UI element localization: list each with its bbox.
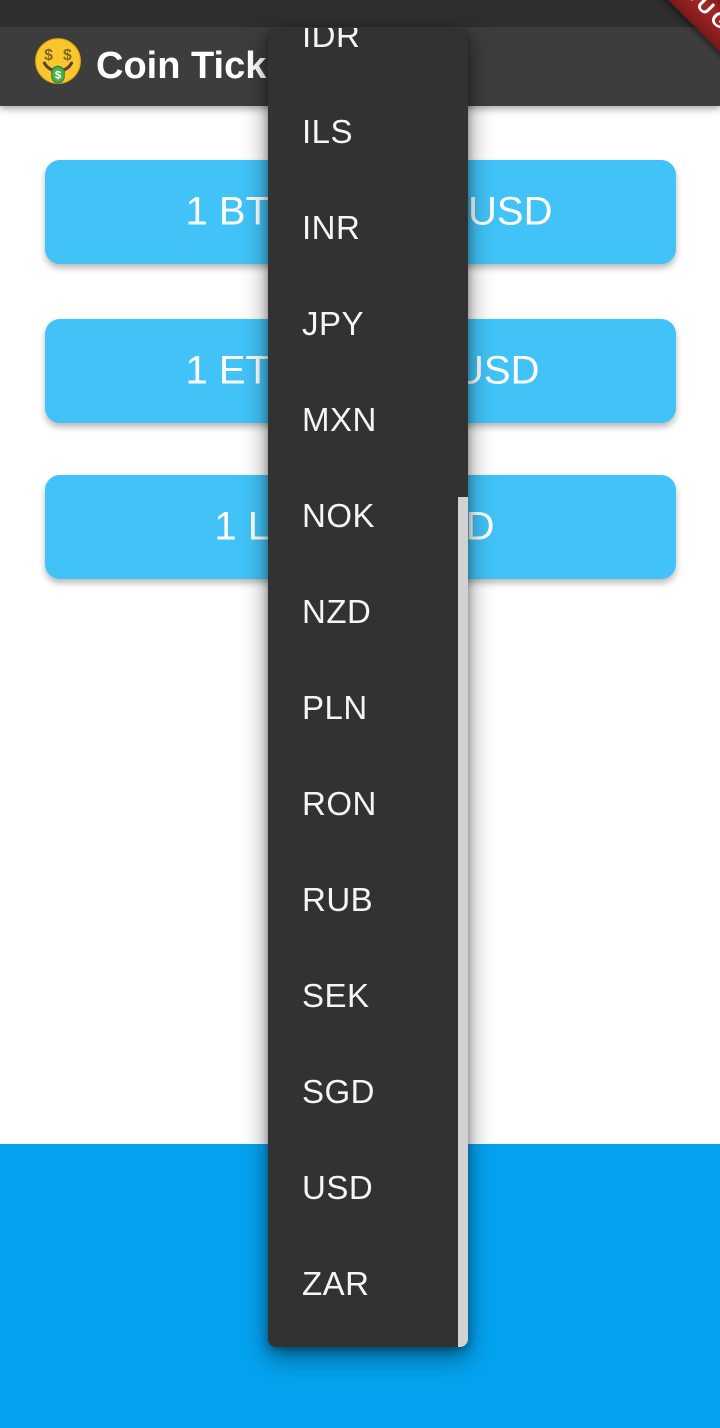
coin-button-eth-left-text: 1 ET bbox=[185, 348, 270, 393]
dropdown-item-inr[interactable]: INR bbox=[302, 209, 361, 246]
svg-text:$: $ bbox=[55, 70, 62, 82]
dropdown-item-sgd[interactable]: SGD bbox=[302, 1073, 376, 1110]
dropdown-item-pln[interactable]: PLN bbox=[302, 689, 368, 726]
debug-banner: DEBUG bbox=[623, 0, 720, 97]
page-title: Coin Ticker bbox=[96, 45, 303, 87]
money-mouth-emoji-icon: $ $ $ bbox=[35, 38, 81, 84]
dropdown-item-usd[interactable]: USD bbox=[302, 1169, 374, 1206]
dropdown-item-mxn[interactable]: MXN bbox=[302, 401, 377, 438]
status-bar bbox=[0, 0, 720, 27]
coin-button-btc-right-text: USD bbox=[468, 189, 553, 234]
coin-button-ltc-left-text: 1 L bbox=[214, 504, 270, 549]
dropdown-item-nok[interactable]: NOK bbox=[302, 497, 376, 534]
svg-text:$: $ bbox=[44, 47, 53, 64]
dropdown-item-zar[interactable]: ZAR bbox=[302, 1265, 370, 1302]
svg-text:$: $ bbox=[63, 47, 72, 64]
coin-button-eth-right-text: USD bbox=[455, 348, 540, 393]
coin-button-btc-left-text: 1 BT bbox=[185, 189, 270, 234]
dropdown-item-sek[interactable]: SEK bbox=[302, 977, 370, 1014]
dropdown-item-ils[interactable]: ILS bbox=[302, 113, 354, 150]
dropdown-item-idr[interactable]: IDR bbox=[302, 28, 361, 54]
dropdown-item-nzd[interactable]: NZD bbox=[302, 593, 372, 630]
currency-dropdown-menu: IDR ILS INR JPY MXN NOK NZD PLN RON RUB SEK SGD USD Z… bbox=[268, 28, 468, 1347]
dropdown-menu-list: IDR ILS INR JPY MXN NOK NZD PLN RON RUB SEK SGD USD Z… bbox=[268, 28, 468, 1332]
dropdown-item-rub[interactable]: RUB bbox=[302, 881, 374, 918]
debug-banner-clip: DEBUG bbox=[600, 0, 720, 120]
dropdown-scrollbar-thumb[interactable] bbox=[458, 497, 468, 1347]
debug-banner-label: DEBUG bbox=[645, 0, 720, 44]
dropdown-item-ron[interactable]: RON bbox=[302, 785, 377, 822]
dropdown-item-jpy[interactable]: JPY bbox=[302, 305, 365, 342]
